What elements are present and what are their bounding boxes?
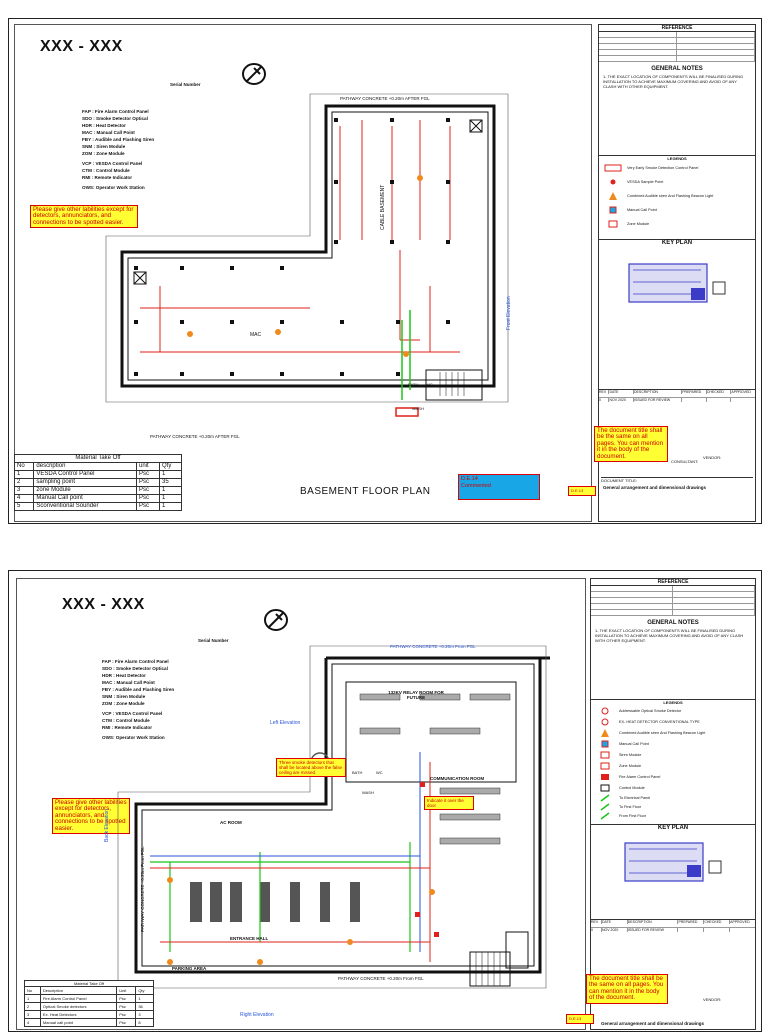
svg-text:MAC: MAC [250,332,262,338]
key-plan-title: KEY PLAN [599,239,755,246]
bath-label: BATH [408,382,419,387]
legends-title: LEGENDS [599,155,755,161]
comment-tag[interactable]: D.E.13 [568,486,596,497]
key-plan-diagram [628,263,726,303]
general-notes-text: 1- THE EXACT LOCATION OF COMPONENTS WILL… [603,74,744,89]
left-elevation-label: Left Elevation [270,720,301,726]
front-elevation-label: Front Elevation [506,296,512,330]
reference-title: REFERENCE [599,25,755,32]
legend-list: Very Early Smoke Detection Control Panel… [599,161,755,231]
review-comment-labels[interactable]: Please give other labilities except for … [52,798,130,835]
drawing-sheet-ground: XXX - XXX Serial Number FAP : Fire Alarm… [0,562,768,1032]
review-comment-smoke[interactable]: Three smoke detectors that shall be loca… [276,758,346,777]
mto-caption: Material Take Off [14,454,182,463]
serial-number-label: Serial Number [170,82,201,87]
ground-floor-plan [117,645,550,989]
drawing-area [14,24,592,522]
general-notes-title: GENERAL NOTES [651,66,703,72]
pathway-label-top: PATHWAY CONCRETE +0.20m From FGL [390,644,476,649]
vendor-label: VENDOR: [703,455,722,460]
basement-floor-plan: MAC [105,93,509,417]
room-label-ac: AC ROOM [220,820,242,825]
north-arrow-icon [240,60,268,88]
review-comment-labels[interactable]: Please give other labilities except for … [30,205,138,229]
wc-label: WC [376,770,383,775]
legends-title: LEGENDS [591,699,755,705]
sheet-border [8,18,762,524]
wash-label: WASH [362,790,374,795]
reference-title: REFERENCE [591,579,755,586]
review-status-badge[interactable]: D.E.14 Commented [458,474,540,500]
general-notes-title: GENERAL NOTES [647,620,699,626]
pathway-label-top: PATHWAY CONCRETE +0.20m AFTER FGL [340,96,430,101]
room-label-entrance: ENTRANCE HALL [230,936,269,941]
room-label-communication: COMMUNICATION ROOM [430,776,485,781]
key-plan-title: KEY PLAN [591,824,755,831]
plan-title: BASEMENT FLOOR PLAN [300,486,431,497]
review-comment-door[interactable]: Indicate it over the door [424,796,474,810]
wc-label: WC [426,382,433,387]
room-label-parking: PARKING AREA [172,966,207,971]
bath-label: BATH [352,770,363,775]
project-title: XXX - XXX [62,596,145,613]
legend-list: Addressable Optical Smoke Detector EX- H… [591,705,755,820]
project-title: XXX - XXX [40,38,123,55]
consultant-label: CONSULTANT: [671,459,699,464]
pathway-label-left: PATHWAY CONCRETE +0.20m From FGL [140,846,145,932]
document-title-label: DOCUMENT TITLE: [601,477,753,483]
room-label-cable-basement: CABLE BASEMENT [380,184,386,230]
room-label-relay: 132KV RELAY ROOM FOR FUTURE [388,690,444,700]
general-notes-text: 1- THE EXACT LOCATION OF COMPONENTS WILL… [595,628,744,643]
review-comment-title[interactable]: The document title shall be the same on … [586,974,668,1004]
document-title: General arrangement and dimensional draw… [603,485,707,490]
key-plan-diagram [624,842,722,882]
comment-tag[interactable]: D.E.13 [566,1014,594,1025]
back-elevation-label: Back Elevation [104,808,110,842]
north-arrow-icon [262,606,290,634]
serial-number-label: Serial Number [198,638,229,643]
pathway-label-bottom: PATHWAY CONCRETE +0.20m From FGL [338,976,424,981]
title-block: REFERENCE GENERAL NOTES 1- THE EXACT LOC… [590,578,756,1030]
right-elevation-label: Right Elevation [240,1012,274,1018]
vendor-label: VENDOR: [703,997,722,1002]
review-comment-title[interactable]: The document title shall be the same on … [594,426,668,463]
drawing-sheet-basement: XXX - XXX Serial Number FAP : Fire Alarm… [0,10,768,530]
wash-label: WASH [412,406,424,411]
pathway-label-bottom: PATHWAY CONCRETE +0.20m AFTER FGL [150,434,240,439]
